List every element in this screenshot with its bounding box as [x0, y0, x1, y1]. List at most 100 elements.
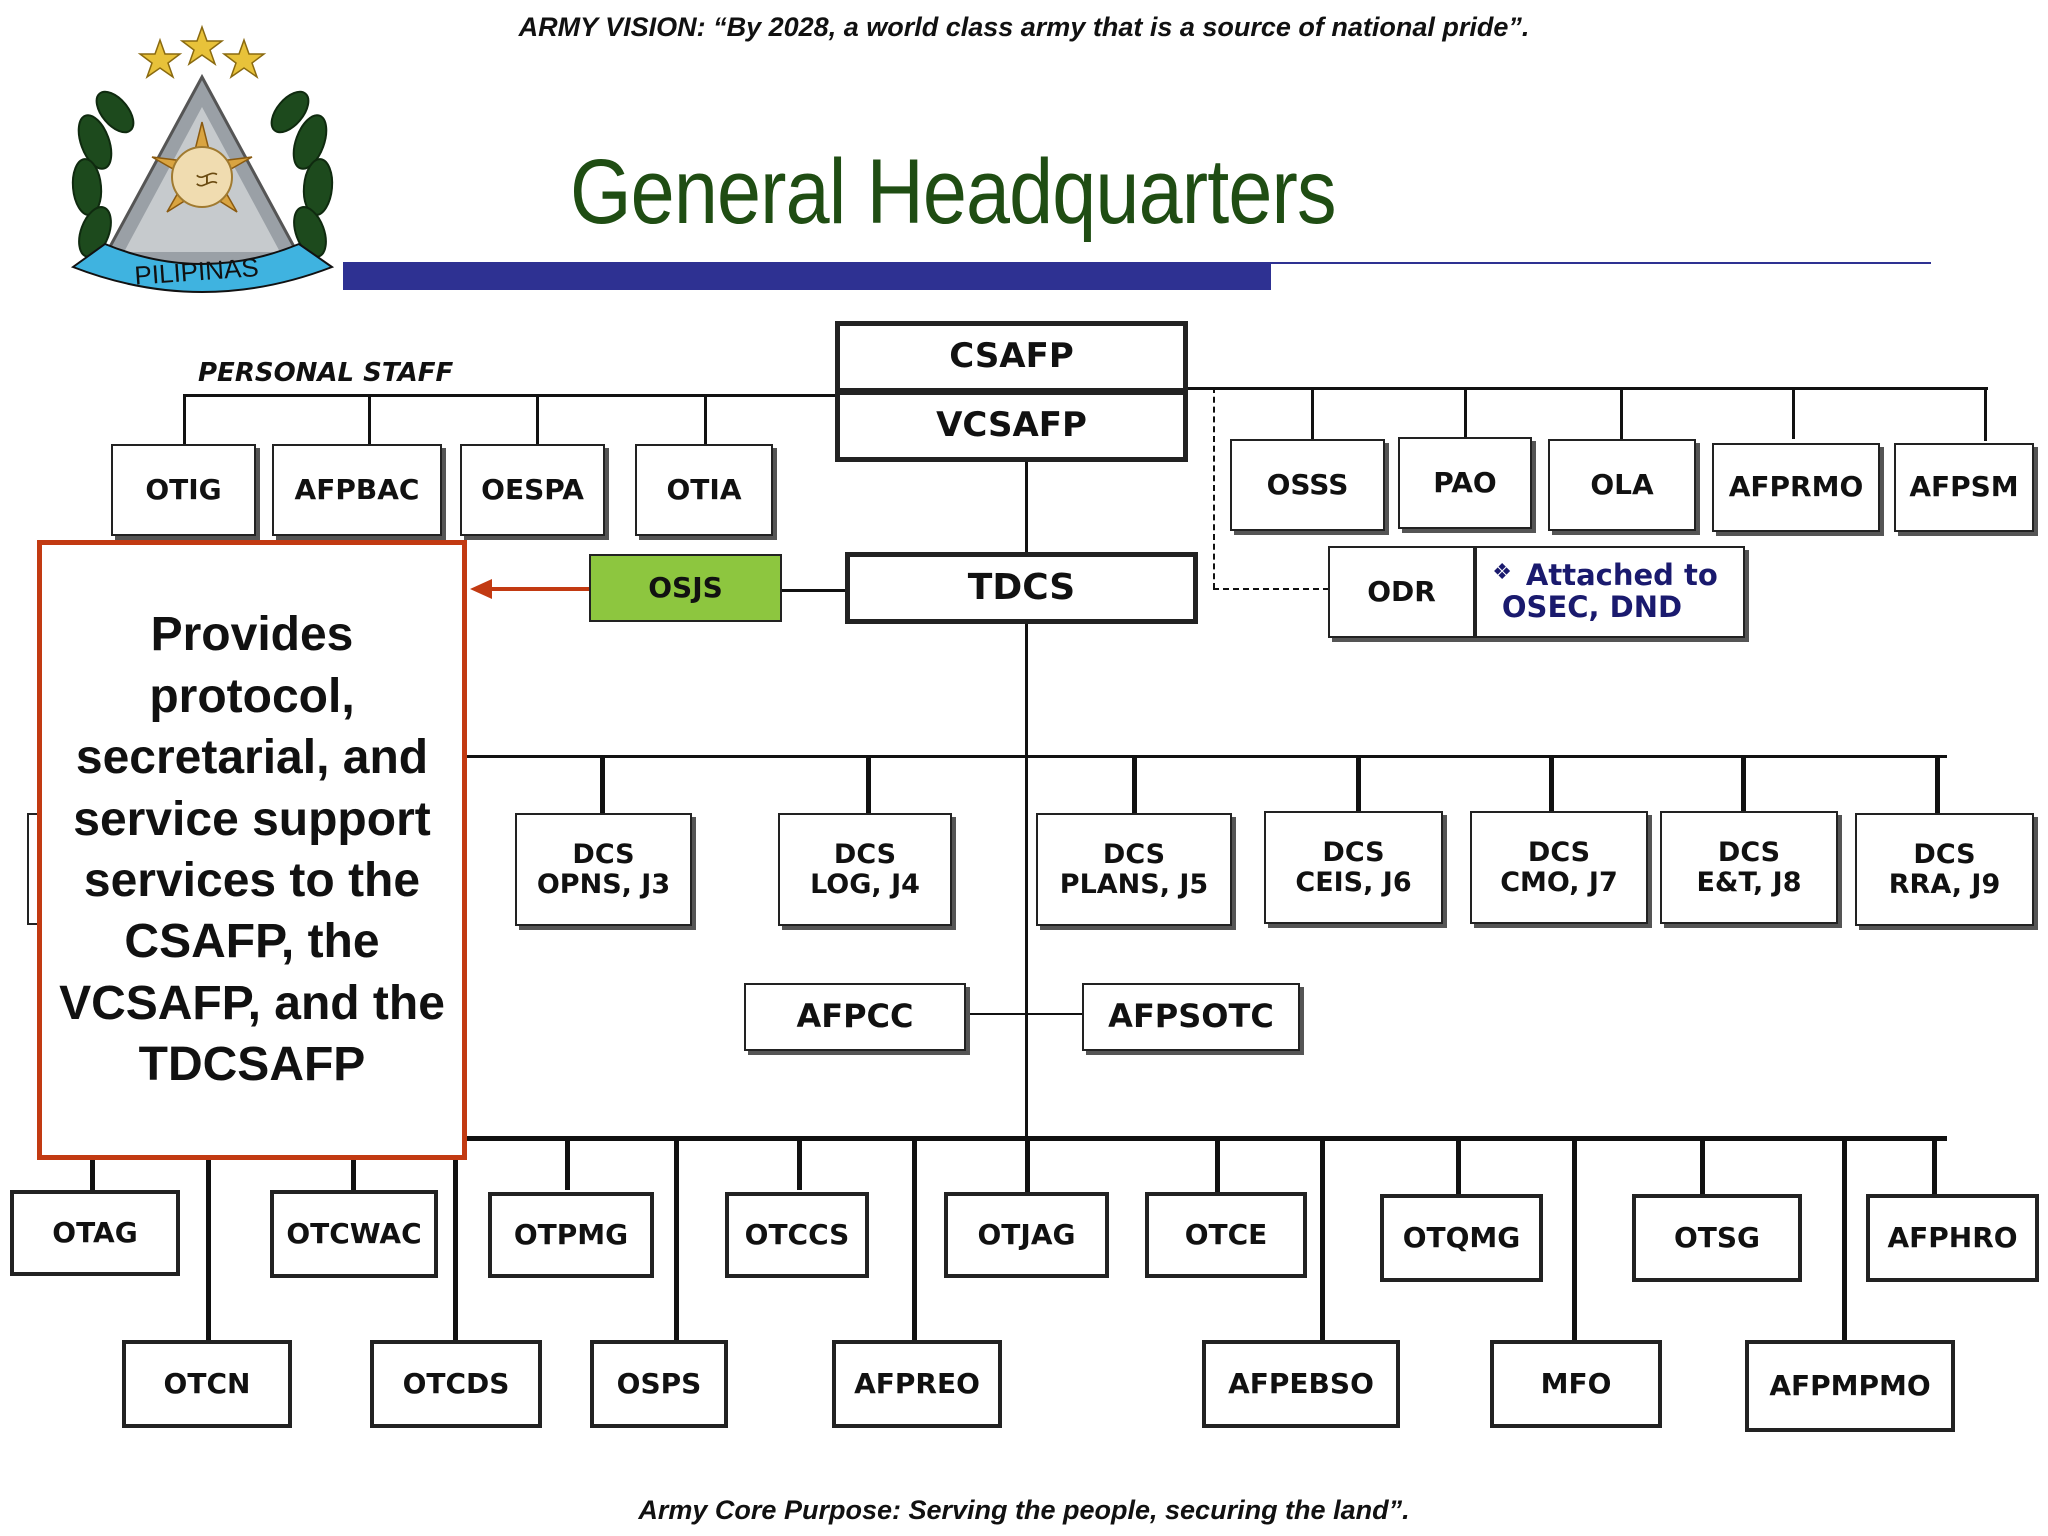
connector-line — [912, 1138, 917, 1340]
callout-arrow — [470, 576, 590, 602]
title-bar-thin — [1271, 262, 1931, 264]
dcs-label: DCS — [1913, 838, 1976, 870]
dcs-label: DCS — [1717, 836, 1781, 868]
connector-line — [1464, 387, 1467, 437]
svg-text:ᜃ: ᜃ — [195, 165, 219, 193]
connector-line — [1620, 387, 1623, 439]
staff-label: PAO — [1433, 465, 1497, 499]
special-staff-label: AFPHRO — [1887, 1220, 2018, 1254]
special-staff-box: OTSG — [1632, 1194, 1802, 1282]
connector-line — [536, 394, 539, 444]
special-staff-label: AFPREO — [854, 1366, 980, 1400]
staff-label: AFPBAC — [294, 472, 420, 506]
osjs-box: OSJS — [589, 554, 782, 622]
connector-line — [351, 1138, 356, 1190]
dcs-label: DCS — [1527, 836, 1591, 868]
connector-line — [1792, 387, 1795, 439]
connector-line — [674, 1138, 679, 1340]
connector-line — [1311, 387, 1314, 439]
connector-line — [1984, 387, 1987, 441]
special-staff-box: OTCWAC — [270, 1190, 438, 1278]
special-staff-label: AFPEBSO — [1228, 1366, 1374, 1400]
dcs-label: DCS — [1102, 838, 1166, 870]
army-vision-text: ARMY VISION: “By 2028, a world class arm… — [518, 12, 1530, 42]
staff-box-afpsm: AFPSM — [1894, 443, 2034, 532]
attached-note-line1: Attached to — [1525, 558, 1718, 593]
connector-line — [1932, 1138, 1937, 1194]
connector-line — [467, 1136, 1947, 1141]
special-staff-label: OTQMG — [1402, 1220, 1521, 1254]
connector-line — [1842, 1138, 1847, 1340]
connector-line — [1456, 1138, 1461, 1194]
special-staff-box: AFPMPMO — [1745, 1340, 1955, 1432]
dashed-connector — [1213, 588, 1329, 590]
special-staff-label: OTPMG — [513, 1217, 629, 1251]
title-bar-thick — [343, 262, 1271, 290]
odr-box: ODR — [1328, 546, 1475, 638]
connector-line — [1132, 755, 1137, 815]
dcs-label: PLANS, J5 — [1059, 868, 1209, 900]
connector-line — [368, 394, 371, 444]
staff-box-afpbac: AFPBAC — [272, 444, 442, 536]
staff-label: OLA — [1590, 467, 1654, 501]
staff-label: OTIA — [666, 472, 742, 506]
attached-note-line2: OSEC, DND — [1501, 590, 1683, 624]
special-staff-box: OTCCS — [725, 1192, 869, 1278]
dcs-label: DCS — [572, 838, 635, 870]
special-staff-label: MFO — [1540, 1366, 1612, 1400]
special-staff-label: OTCE — [1184, 1217, 1268, 1251]
afpcc-label: AFPCC — [796, 997, 914, 1036]
odr-attached-note: ❖ Attached to OSEC, DND — [1475, 546, 1745, 638]
csafp-box: CSAFP — [835, 321, 1188, 393]
connector-line — [565, 1138, 570, 1190]
special-staff-label: OSPS — [616, 1366, 702, 1400]
connector-line — [1356, 755, 1361, 813]
staff-box-oespa: OESPA — [460, 444, 605, 536]
special-staff-box: OTCN — [122, 1340, 292, 1428]
dcs-label: LOG, J4 — [810, 868, 920, 900]
staff-box-otia: OTIA — [635, 444, 773, 536]
staff-box-osss: OSSS — [1230, 439, 1385, 531]
staff-box-afprmo: AFPRMO — [1712, 443, 1880, 532]
army-logo: ᜃ PILIPINAS — [65, 22, 340, 307]
vcsafp-box: VCSAFP — [835, 390, 1188, 462]
special-staff-box: OTPMG — [488, 1192, 654, 1278]
connector-line — [206, 1160, 211, 1340]
connector-line — [782, 589, 847, 592]
connector-line — [1572, 1138, 1577, 1340]
connector-line — [453, 1160, 458, 1340]
special-staff-label: AFPMPMO — [1769, 1368, 1931, 1402]
special-staff-box: AFPREO — [832, 1340, 1002, 1428]
afpsotc-box: AFPSOTC — [1082, 983, 1300, 1051]
connector-line — [704, 394, 707, 444]
dcs-label: E&T, J8 — [1696, 866, 1802, 898]
special-staff-box: OTCDS — [370, 1340, 542, 1428]
staff-label: AFPSM — [1909, 470, 2019, 504]
special-staff-label: OTCCS — [744, 1217, 850, 1251]
dashed-connector — [1213, 387, 1215, 589]
connector-line — [797, 1138, 802, 1190]
dcs-label: CEIS, J6 — [1295, 866, 1412, 898]
special-staff-label: OTSG — [1673, 1220, 1761, 1254]
special-staff-label: OTCN — [163, 1366, 251, 1400]
special-staff-box: OTCE — [1145, 1192, 1307, 1278]
special-staff-label: OTCWAC — [286, 1216, 422, 1250]
special-staff-box: AFPHRO — [1866, 1194, 2039, 1282]
osjs-label: OSJS — [648, 570, 723, 604]
special-staff-box: MFO — [1490, 1340, 1662, 1428]
connector-line — [1025, 462, 1028, 1142]
csafp-label: CSAFP — [949, 336, 1074, 377]
special-staff-label: OTAG — [52, 1215, 138, 1249]
special-staff-box: AFPEBSO — [1202, 1340, 1400, 1428]
connector-line — [966, 1013, 1084, 1015]
special-staff-box: OSPS — [590, 1340, 728, 1428]
connector-line — [1741, 755, 1746, 813]
connector-line — [1700, 1138, 1705, 1194]
dcs-label: CMO, J7 — [1500, 866, 1618, 898]
